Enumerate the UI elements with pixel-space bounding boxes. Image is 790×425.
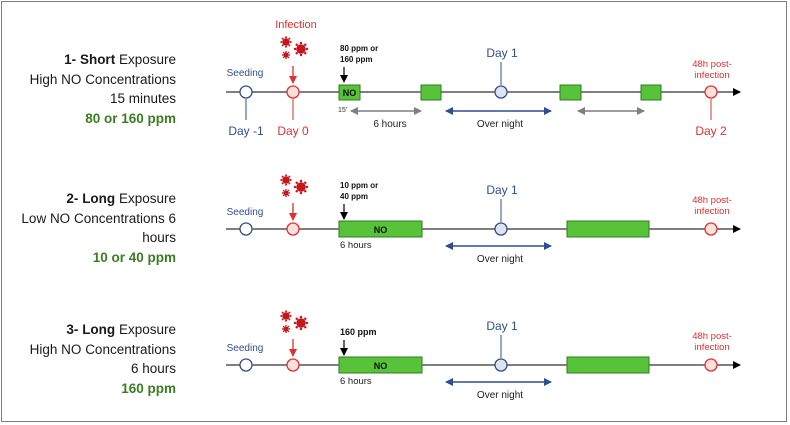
post-infection-marker [704, 85, 718, 99]
no-block-label: NO [343, 88, 357, 98]
row-3-description: 3- Long Exposure High NO Concentrations … [30, 320, 176, 398]
duration-note: 15' [338, 107, 347, 114]
exposure-block [566, 220, 650, 238]
day-minus1-label: Day -1 [228, 124, 264, 138]
post-infection-marker [704, 358, 718, 372]
post-infection-label: 48h post-infection [692, 195, 732, 217]
day1-marker [494, 358, 508, 372]
seeding-label: Seeding [227, 207, 264, 218]
row-2-title: 2- Long Exposure [66, 191, 176, 206]
row-2-concentration: 10 or 40 ppm [92, 249, 176, 265]
overnight-label: Over night [477, 119, 523, 130]
day1-label: Day 1 [486, 319, 518, 333]
virus-icon [280, 174, 309, 198]
day1-marker [494, 222, 508, 236]
no-block-label: NO [374, 361, 388, 371]
row-2-line2: Low NO Concentrations 6 [21, 210, 176, 226]
exposure-block [559, 84, 582, 101]
post-infection-label: 48h post-infection [692, 59, 732, 81]
post-infection-label: 48h post-infection [692, 331, 732, 353]
row-1-title: 1- Short Exposure [64, 52, 176, 67]
row-3-line2: High NO Concentrations [29, 341, 176, 357]
day1-marker [494, 85, 508, 99]
day1-label: Day 1 [486, 46, 518, 60]
infection-label: Infection [275, 19, 317, 31]
row-3-timeline: Seeding 160 ppm NO 6 hours Day 1 Over ni… [226, 310, 741, 401]
virus-icon [280, 36, 309, 60]
row-2-description: 2- Long Exposure Low NO Concentrations 6… [21, 189, 176, 267]
row-1-description: 1- Short Exposure High NO Concentrations… [30, 50, 176, 128]
no-block-label: NO [374, 225, 388, 235]
seeding-marker [239, 358, 253, 372]
virus-icon [280, 310, 309, 334]
dose-label: 160 ppm [340, 327, 377, 337]
infection-marker [286, 85, 300, 99]
exposure-block [420, 84, 442, 101]
no-exposure-block [338, 356, 423, 374]
row-3-line3: 6 hours [130, 361, 176, 376]
seeding-marker [239, 222, 253, 236]
day1-label: Day 1 [486, 183, 518, 197]
seeding-label: Seeding [227, 343, 264, 354]
duration-note: 6 hours [340, 240, 372, 251]
row-3-concentration: 160 ppm [121, 380, 176, 396]
row-1-concentration: 80 or 160 ppm [85, 110, 176, 126]
infection-marker [286, 222, 300, 236]
overnight-label: Over night [477, 254, 523, 265]
seeding-marker [239, 85, 253, 99]
row-1-line2: High NO Concentrations [29, 71, 176, 87]
exposure-block [566, 356, 650, 374]
overnight-label: Over night [477, 390, 523, 401]
exposure-block [640, 84, 662, 101]
interval-label: 6 hours [373, 119, 406, 130]
row-2-line3: hours [142, 230, 176, 245]
no-exposure-block [338, 220, 423, 238]
duration-note: 6 hours [340, 376, 372, 387]
seeding-label: Seeding [227, 68, 264, 79]
day2-label: Day 2 [695, 124, 727, 138]
row-1-timeline: Seeding Day -1 Infection Day 0 80 ppm or… [226, 19, 741, 138]
row-1-line3: 15 minutes [109, 91, 176, 106]
no-exposure-block [338, 84, 361, 101]
day0-label: Day 0 [277, 124, 309, 138]
post-infection-marker [704, 222, 718, 236]
row-3-title: 3- Long Exposure [66, 322, 176, 337]
infection-marker [286, 358, 300, 372]
